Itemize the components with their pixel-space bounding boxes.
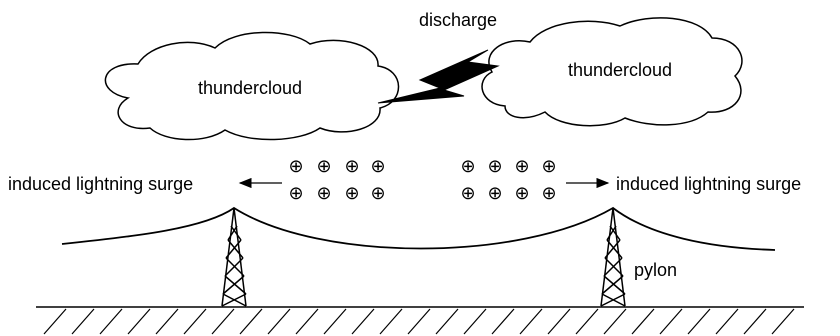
ground-hatching [43,308,795,335]
positive-charge-icon: ⊕ [460,183,475,204]
positive-charge-icon: ⊕ [344,156,359,177]
thundercloud-right-label: thundercloud [568,60,672,80]
positive-charge-icon: ⊕ [288,156,303,177]
charge-group-left: ⊕ ⊕ ⊕ ⊕ ⊕ ⊕ ⊕ ⊕ [288,156,385,204]
pylon-right [600,207,626,307]
thundercloud-left-label: thundercloud [198,78,302,98]
pylon-label: pylon [634,260,677,280]
positive-charge-icon: ⊕ [288,183,303,204]
charge-group-right: ⊕ ⊕ ⊕ ⊕ ⊕ ⊕ ⊕ ⊕ [460,156,556,204]
surge-label-left: induced lightning surge [8,174,193,194]
positive-charge-icon: ⊕ [487,183,502,204]
thundercloud-left-shape [104,31,400,141]
pylon-left [221,207,247,307]
thundercloud-right-shape [481,17,743,127]
positive-charge-icon: ⊕ [316,156,331,177]
positive-charge-icon: ⊕ [344,183,359,204]
positive-charge-icon: ⊕ [514,156,529,177]
lightning-bolt-icon [377,49,500,104]
positive-charge-icon: ⊕ [487,156,502,177]
positive-charge-icon: ⊕ [370,183,385,204]
positive-charge-icon: ⊕ [514,183,529,204]
surge-label-right: induced lightning surge [616,174,801,194]
positive-charge-icon: ⊕ [541,156,556,177]
positive-charge-icon: ⊕ [460,156,475,177]
positive-charge-icon: ⊕ [316,183,331,204]
positive-charge-icon: ⊕ [370,156,385,177]
positive-charge-icon: ⊕ [541,183,556,204]
discharge-label: discharge [419,10,497,30]
power-line [61,206,776,251]
